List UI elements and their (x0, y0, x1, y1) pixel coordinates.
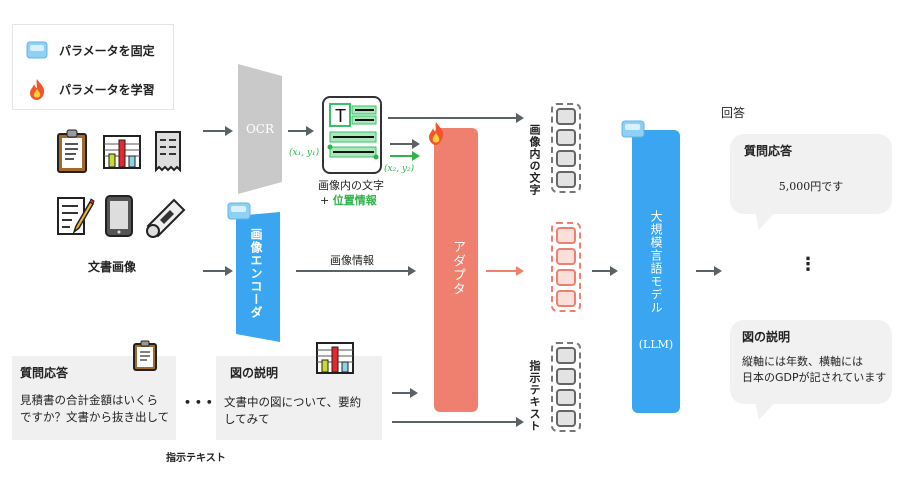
ocr-output-icon: T (322, 96, 382, 174)
ocr-block (238, 64, 282, 194)
token (556, 389, 576, 406)
ice-cube-icon (26, 41, 48, 59)
instruction-qa-text: 見積書の合計金額はいくら ですか？文書から抜き出して (20, 392, 169, 426)
answer-qa-title: 質問応答 (744, 144, 793, 158)
llm-block (632, 130, 680, 413)
token (556, 410, 576, 427)
token (556, 347, 576, 364)
arrow-docs-to-ocr (203, 126, 233, 136)
llm-ice-cube-icon (621, 120, 645, 138)
answer-figure-line1: 縦軸には年数、横軸には (742, 355, 863, 368)
token (556, 248, 576, 265)
instruction-qa-line1: 見積書の合計金額はいくら (20, 393, 158, 407)
line-text-to-tokens (388, 117, 518, 119)
arrow-adapter-to-tokens (486, 266, 524, 276)
arrow-ocr-text-to-adapter (390, 139, 420, 149)
llm-label: 大規模言語モデル (649, 210, 663, 314)
coord-x2y2: (x₂, y₂) (384, 164, 415, 174)
token (556, 290, 576, 307)
coord-x1y1: (x₁, y₁) (289, 148, 320, 158)
adapter-label: アダプタ (450, 240, 465, 296)
legend-frozen-label: パラメータを固定 (59, 43, 155, 58)
document-pencil-icon (57, 197, 95, 235)
token-column-adapter (551, 222, 581, 312)
token (556, 150, 576, 167)
arrow-llm-to-answers (696, 266, 722, 276)
instruction-figure-line2: してみて (224, 412, 270, 426)
image-info-label: 画像情報 (330, 254, 374, 267)
text-in-image-tokens-label: 画像内の文字 (528, 124, 541, 196)
receipt-icon (155, 131, 181, 173)
arrow-instruction-to-tokens (392, 417, 524, 427)
llm-abbr: (LLM) (638, 338, 674, 351)
fire-icon (30, 79, 45, 100)
answer-figure-line2: 日本のGDPが記されています (742, 371, 887, 384)
answer-figure-title: 図の説明 (742, 330, 791, 344)
instruction-tokens-label: 指示テキスト (528, 360, 541, 432)
token (556, 269, 576, 286)
answer-bubble-qa: 質問応答 5,000円です (730, 134, 892, 214)
token (556, 108, 576, 125)
answer-bubble-qa-tail (748, 212, 776, 230)
legend: パラメータを固定 パラメータを学習 (12, 24, 174, 110)
instruction-ellipsis: • • • (184, 396, 213, 409)
instruction-bar-chart-icon (316, 342, 354, 374)
legend-frozen: パラメータを固定 (25, 39, 155, 61)
answers-heading: 回答 (721, 106, 746, 120)
arrow-ocr-position-to-adapter (390, 151, 420, 161)
adapter-block (434, 128, 478, 412)
instruction-figure-line1: 文書中の図について、要約 (224, 395, 362, 409)
instruction-qa-line2: ですか？文書から抜き出して (20, 410, 170, 424)
position-info-label: 位置情報 (332, 194, 377, 207)
image-encoder-label: 画像エンコーダ (249, 228, 263, 319)
arrow-text-to-tokens (510, 113, 524, 123)
token (556, 171, 576, 188)
token (556, 129, 576, 146)
document-images-label: 文書画像 (88, 260, 137, 274)
answer-bubble-figure-tail (748, 402, 776, 420)
tablet-icon (105, 195, 133, 237)
instruction-clipboard-icon (133, 340, 157, 371)
arrow-encoder-to-adapter (296, 266, 416, 276)
token-column-instruction (551, 342, 581, 432)
clipboard-icon (57, 129, 87, 173)
instruction-figure-text: 文書中の図について、要約 してみて (224, 394, 361, 428)
arrow-docs-to-encoder (203, 266, 233, 276)
legend-trained: パラメータを学習 (25, 77, 155, 101)
instruction-card-figure: 図の説明 文書中の図について、要約 してみて (216, 356, 382, 440)
adapter-fire-icon (429, 122, 444, 145)
newspaper-icon (146, 198, 186, 238)
instruction-figure-title: 図の説明 (230, 366, 279, 380)
encoder-ice-cube-icon (227, 202, 251, 220)
plus-sign: + (320, 194, 330, 207)
instruction-caption: 指示テキスト (166, 453, 226, 464)
token (556, 368, 576, 385)
ocr-output-label: 画像内の文字 (318, 179, 384, 192)
ocr-output-label-2: + 位置情報 (320, 192, 377, 208)
instruction-qa-title: 質問応答 (20, 366, 69, 380)
arrow-tokens-to-llm (592, 266, 618, 276)
arrow-instruction-to-adapter (392, 388, 418, 398)
legend-trained-label: パラメータを学習 (59, 82, 155, 97)
answer-figure-text: 縦軸には年数、横軸には 日本のGDPが記されています (742, 354, 886, 386)
svg-text:T: T (335, 106, 346, 126)
answers-ellipsis: ⋮ (799, 254, 817, 275)
answer-qa-text: 5,000円です (778, 180, 844, 193)
document-icons (56, 126, 196, 250)
answer-bubble-figure: 図の説明 縦軸には年数、横軸には 日本のGDPが記されています (730, 320, 892, 404)
token-column-ocr (551, 103, 581, 193)
arrow-ocr-to-output (288, 126, 314, 136)
image-encoder-block (236, 212, 280, 342)
token (556, 227, 576, 244)
ocr-label: OCR (245, 122, 275, 136)
bar-chart-icon (103, 135, 141, 169)
